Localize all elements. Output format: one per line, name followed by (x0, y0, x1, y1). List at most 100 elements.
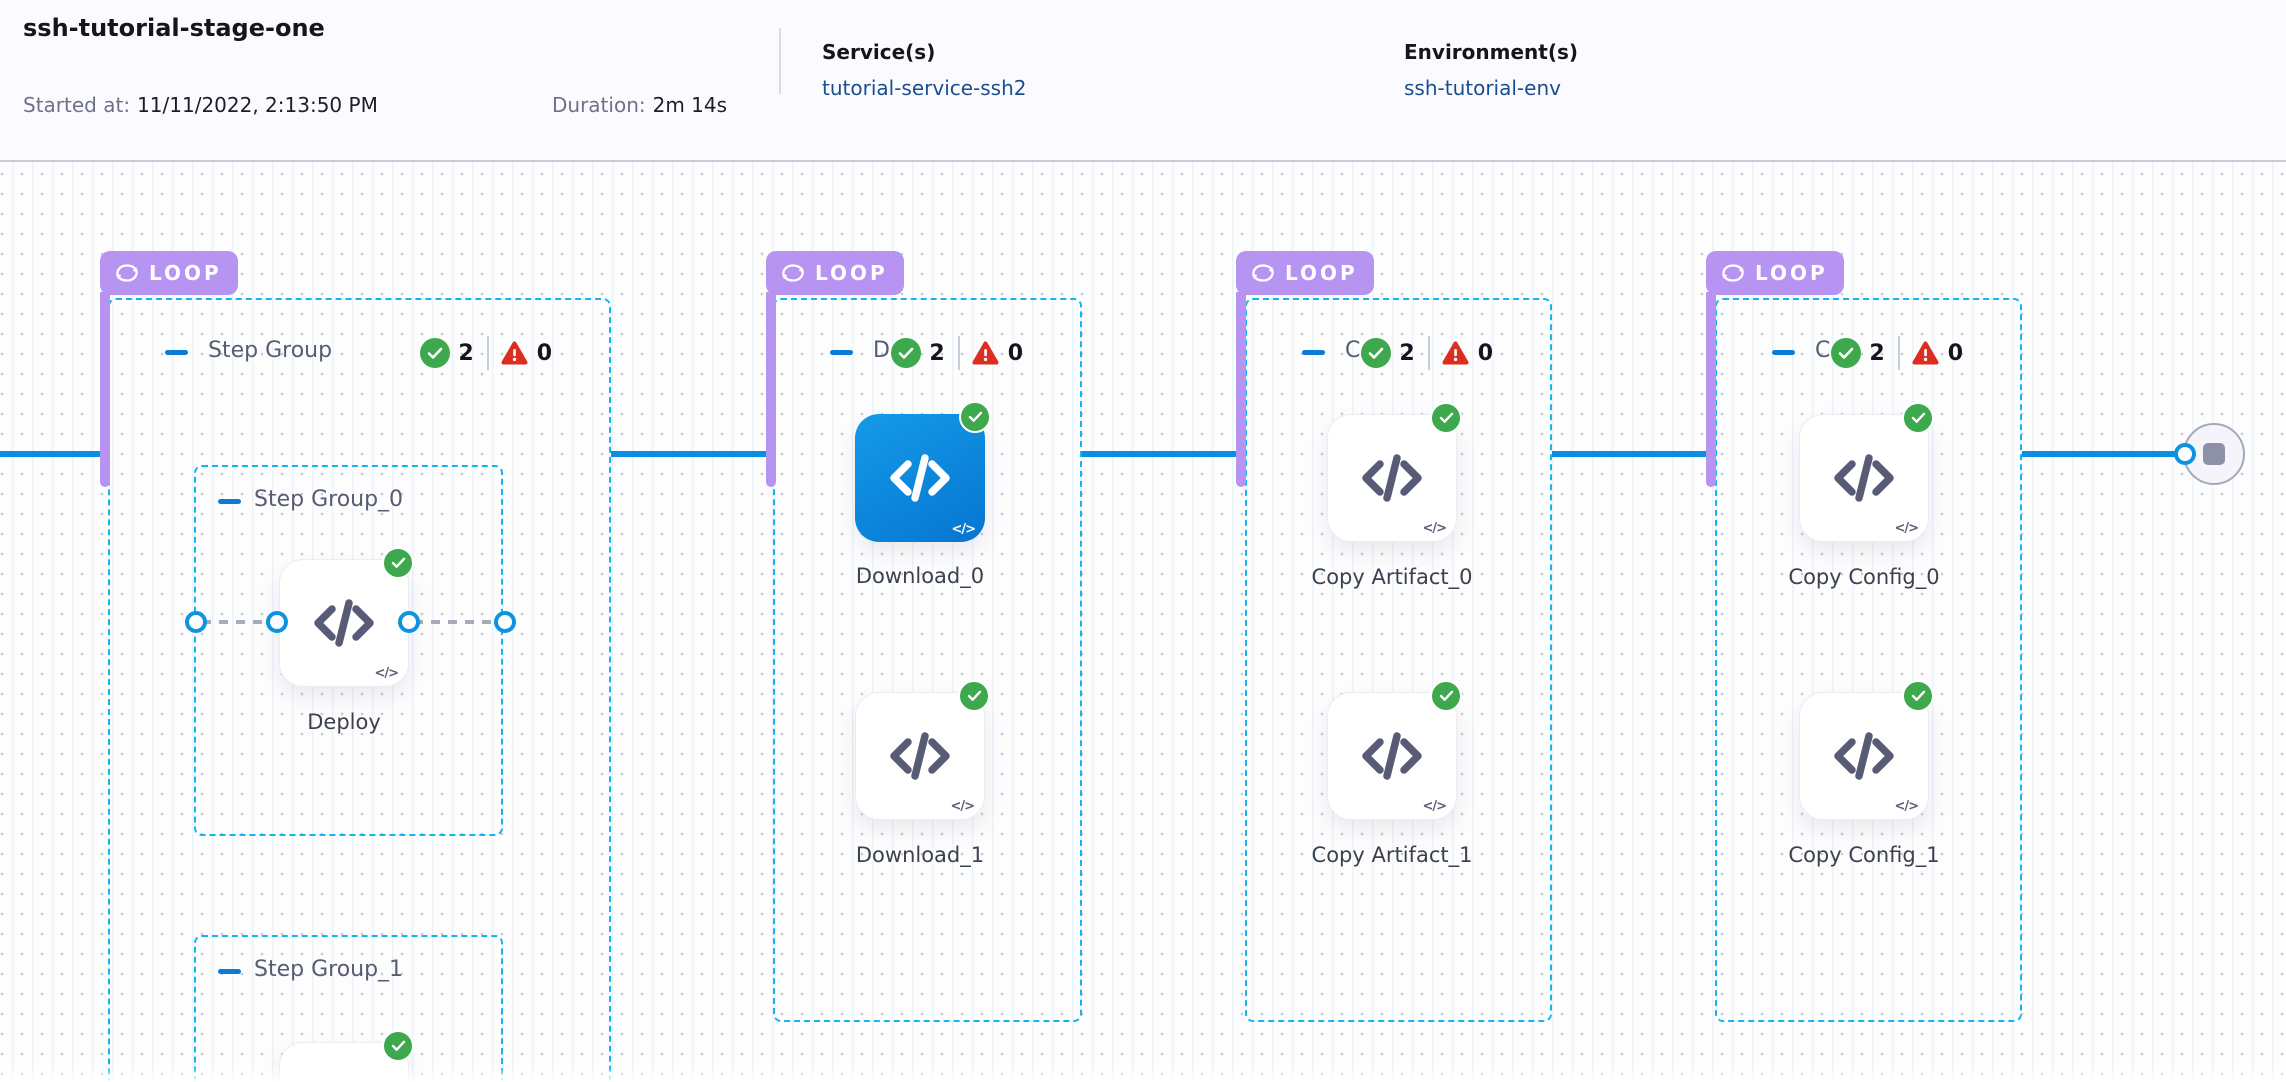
started-label: Started at: (23, 93, 131, 117)
step-group-title: Step Group_0 (254, 487, 404, 512)
success-icon (959, 401, 991, 433)
loop-badge: LOOP (1236, 251, 1374, 295)
connection-point (266, 611, 288, 633)
success-icon (1361, 338, 1392, 368)
pipeline-connector (611, 451, 766, 457)
pipeline-connector (2022, 451, 2185, 457)
step-node-copy-artifact-1[interactable]: </> Copy Artifact_1 (1312, 680, 1472, 867)
loop-tail (1706, 292, 1716, 487)
group-box-copy-artifact: C 2 0 </> Copy Artifact_0 </> Cop (1245, 298, 1552, 1022)
failure-count: 0 (1007, 340, 1023, 366)
step-label: Deploy (307, 710, 381, 734)
success-icon (1831, 338, 1862, 368)
failure-icon (501, 341, 528, 366)
collapse-icon[interactable] (165, 350, 188, 355)
status-divider (486, 336, 489, 370)
stage-title: ssh-tutorial-stage-one (23, 14, 325, 42)
code-icon (1834, 732, 1894, 780)
success-icon (958, 680, 990, 712)
failure-count: 0 (536, 340, 552, 366)
stop-icon (2203, 443, 2225, 465)
collapse-icon[interactable] (218, 969, 241, 974)
code-icon (1834, 454, 1894, 502)
node-link-dashed (414, 620, 500, 624)
loop-badge: LOOP (766, 251, 904, 295)
group-title: C (1345, 338, 1361, 363)
pipeline-graph-canvas[interactable]: LOOP LOOP LOOP LOOP Step Group 2 (0, 162, 2286, 1082)
status-divider (1427, 336, 1430, 370)
collapse-icon[interactable] (1302, 350, 1325, 355)
success-count: 2 (1869, 340, 1885, 366)
step-node-copy-artifact-0[interactable]: </> Copy Artifact_0 (1312, 402, 1472, 589)
step-node[interactable] (279, 1030, 414, 1082)
group-header: Step Group 2 0 (110, 334, 609, 372)
environment-link[interactable]: ssh-tutorial-env (1404, 76, 1561, 100)
code-icon (890, 732, 950, 780)
execution-header: ssh-tutorial-stage-one Started at: 11/11… (0, 0, 2286, 162)
step-group-0-box: Step Group_0 </> Deploy (185, 465, 516, 836)
loop-icon (116, 264, 138, 282)
loop-badge: LOOP (1706, 251, 1844, 295)
success-icon (420, 338, 451, 368)
step-label: Copy Artifact_0 (1311, 565, 1473, 589)
loop-badge: LOOP (100, 251, 238, 295)
started-value: 11/11/2022, 2:13:50 PM (137, 93, 378, 117)
code-icon (314, 599, 374, 647)
header-divider (779, 28, 781, 94)
code-icon (890, 454, 950, 502)
success-count: 2 (929, 340, 945, 366)
step-label: Copy Artifact_1 (1311, 843, 1473, 867)
step-node-download-1[interactable]: </> Download_1 (855, 680, 990, 867)
loop-label: LOOP (815, 261, 888, 285)
loop-label: LOOP (149, 261, 222, 285)
pipeline-connector (1552, 451, 1708, 457)
environments-block: Environment(s) ssh-tutorial-env (1404, 40, 1578, 100)
status-divider (1897, 336, 1900, 370)
loop-icon (1252, 264, 1274, 282)
step-node-copy-config-0[interactable]: </> Copy Config_0 (1788, 402, 1940, 589)
step-label: Copy Config_1 (1788, 843, 1940, 867)
loop-icon (1722, 264, 1744, 282)
success-count: 2 (458, 340, 474, 366)
collapse-icon[interactable] (830, 350, 853, 355)
success-icon (1430, 680, 1462, 712)
group-header: D. 2 0 (775, 334, 1080, 372)
services-label: Service(s) (822, 40, 936, 64)
connection-point (494, 611, 516, 633)
success-icon (891, 338, 922, 368)
step-node-download-0[interactable]: </> Download_0 (855, 401, 991, 588)
success-icon (1902, 680, 1934, 712)
step-node-copy-config-1[interactable]: </> Copy Config_1 (1788, 680, 1940, 867)
collapse-icon[interactable] (1772, 350, 1795, 355)
node-link-dashed (202, 620, 272, 624)
code-glyph: </> (1422, 799, 1447, 814)
collapse-icon[interactable] (218, 499, 241, 504)
group-box-step-group: Step Group 2 0 Step Group_0 (108, 298, 611, 1082)
environments-label: Environment(s) (1404, 40, 1579, 64)
success-icon (1430, 402, 1462, 434)
code-glyph: </> (374, 666, 399, 681)
step-node-deploy[interactable]: </> Deploy (279, 547, 414, 734)
group-status: 2 0 (420, 334, 552, 372)
step-label: Download_1 (855, 843, 985, 867)
group-header: C 2 0 (1717, 334, 2020, 372)
service-link[interactable]: tutorial-service-ssh2 (822, 76, 1027, 100)
services-block: Service(s) tutorial-service-ssh2 (822, 40, 1027, 100)
duration: Duration: 2m 14s (552, 93, 727, 117)
connection-point (398, 611, 420, 633)
group-box-copy-config: C 2 0 </> Copy Config_0 </> Copy (1715, 298, 2022, 1022)
started-at: Started at: 11/11/2022, 2:13:50 PM (23, 93, 378, 117)
group-status: 2 0 (891, 334, 1023, 372)
step-group-header: Step Group_1 (196, 957, 501, 987)
step-group-header: Step Group_0 (196, 487, 501, 517)
loop-tail (1236, 292, 1246, 487)
success-count: 2 (1399, 340, 1415, 366)
failure-icon (1912, 341, 1939, 366)
step-group-title: Step Group_1 (254, 957, 404, 982)
loop-label: LOOP (1285, 261, 1358, 285)
code-glyph: </> (951, 522, 976, 537)
failure-icon (1442, 341, 1469, 366)
failure-icon (972, 341, 999, 366)
code-glyph: </> (1422, 521, 1447, 536)
